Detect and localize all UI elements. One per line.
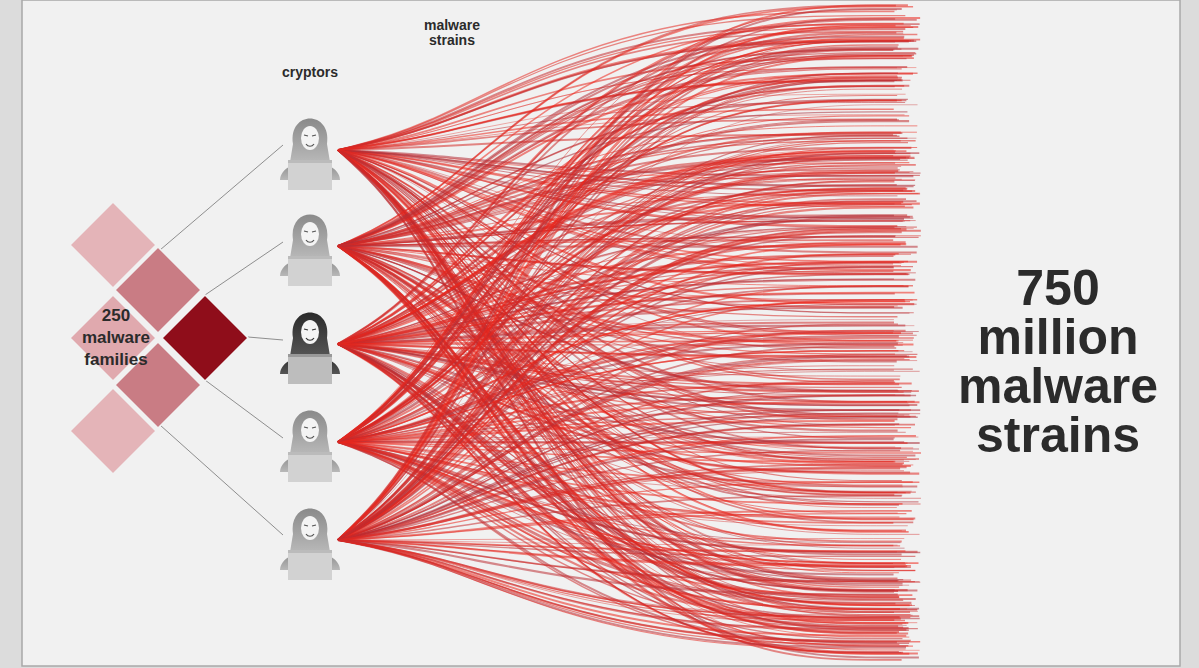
strain-line	[338, 5, 908, 540]
strain-line	[338, 194, 920, 540]
strain-line	[338, 215, 894, 540]
strain-line	[338, 245, 901, 540]
panel	[22, 0, 1180, 666]
strain-line	[338, 540, 911, 640]
strain-line	[338, 19, 895, 540]
strain-line	[338, 360, 910, 540]
strain-fan	[338, 5, 921, 660]
strain-line	[338, 47, 898, 442]
strain-line	[338, 468, 900, 540]
strain-line	[338, 153, 919, 540]
strain-line	[338, 540, 906, 630]
strain-line	[338, 231, 921, 540]
strain-line	[338, 439, 894, 540]
cryptor-icons	[280, 119, 340, 581]
strain-line	[338, 151, 906, 344]
strain-line	[338, 540, 910, 641]
family-diamond	[70, 388, 156, 474]
strain-line	[338, 152, 895, 344]
strain-line	[338, 148, 917, 540]
column-label: malware strains	[412, 18, 492, 48]
strain-line	[338, 78, 902, 442]
strain-line	[338, 540, 900, 617]
strain-line	[338, 9, 902, 540]
strain-line	[338, 300, 917, 540]
strain-line	[338, 286, 913, 540]
strain-line	[338, 138, 916, 540]
strain-line	[338, 205, 912, 540]
strain-line	[338, 467, 907, 540]
strain-line	[338, 191, 915, 442]
strain-line	[338, 540, 920, 642]
column-label: cryptors	[250, 64, 370, 80]
strain-line	[338, 540, 898, 595]
strain-line	[338, 254, 911, 540]
strain-line	[338, 540, 905, 620]
strain-line	[338, 540, 918, 629]
strain-line	[338, 540, 906, 649]
family-cluster: 250 malware families	[68, 200, 252, 476]
strain-line	[338, 442, 911, 603]
strain-line	[338, 157, 914, 540]
strain-line	[338, 361, 917, 540]
strain-line	[338, 540, 913, 615]
total-count: 750 million malware strains	[938, 264, 1178, 460]
strain-line	[338, 267, 893, 540]
strain-line	[338, 199, 906, 540]
strain-line	[338, 540, 911, 566]
cluster-label: 250 malware families	[68, 305, 164, 371]
strain-line	[338, 180, 915, 540]
strain-line	[338, 540, 906, 623]
strain-line	[338, 141, 901, 540]
strain-line	[338, 324, 898, 540]
family-links	[160, 145, 283, 535]
strain-line	[338, 442, 901, 619]
strain-line	[338, 18, 920, 344]
strain-line	[338, 56, 912, 540]
strain-line	[338, 165, 916, 442]
strain-line	[338, 191, 912, 540]
strain-line	[338, 539, 904, 540]
strain-line	[338, 540, 910, 617]
strain-line	[338, 105, 918, 540]
strain-line	[338, 86, 909, 442]
strain-line	[338, 27, 918, 442]
strain-line	[338, 201, 917, 540]
